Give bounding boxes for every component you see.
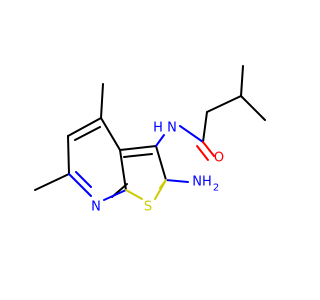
bond-c4-c3a [100,117,121,151]
bond-c4-c5-inner [74,126,101,141]
bond-c3-c3a-inner [123,153,153,158]
amide-h-label: H [153,121,163,136]
bond-c5-c6 [67,135,70,175]
amino-n-label: NH [192,175,212,190]
bond-c2-nh2 [165,179,189,183]
amino-h2-subscript: 2 [213,183,219,194]
bond-s-c2-inner [159,179,167,189]
bond-ch-ch2 [206,95,242,113]
bond-c4-c5 [67,117,102,137]
bond-c4-methyl [100,83,104,119]
bond-c6-npy-inner [75,171,92,188]
bond-c3a-c7a [119,149,127,191]
bond-c7a-s [125,189,143,200]
pyridine-n-label: N [91,200,101,215]
bond-co-o-inner [196,145,209,161]
bond-npy-c7a [103,189,127,201]
bond-c6-npy [68,173,92,197]
bond-c3-nh [155,134,165,147]
bond-c3-c2 [155,145,167,181]
carbon-bonds [34,65,266,198]
amide-n-label: N [167,121,177,136]
carbonyl-bond [196,141,215,161]
atom-labels: N H O N S NH 2 [91,121,224,215]
bond-ch-ch3b [240,95,266,121]
molecule-structure: N H O N S NH 2 [34,65,266,215]
bond-c3-c3a [119,145,157,151]
bond-c6-methyl [34,173,70,191]
bond-ch3a-ch [240,65,244,97]
sulfur-bonds [125,179,167,200]
sulfur-label: S [144,200,152,215]
carbonyl-o-label: O [214,151,224,166]
bond-ch2-co [202,111,208,143]
bond-co-o [202,141,215,157]
nitrogen-bonds [68,125,204,201]
bond-nh-co [179,125,204,143]
